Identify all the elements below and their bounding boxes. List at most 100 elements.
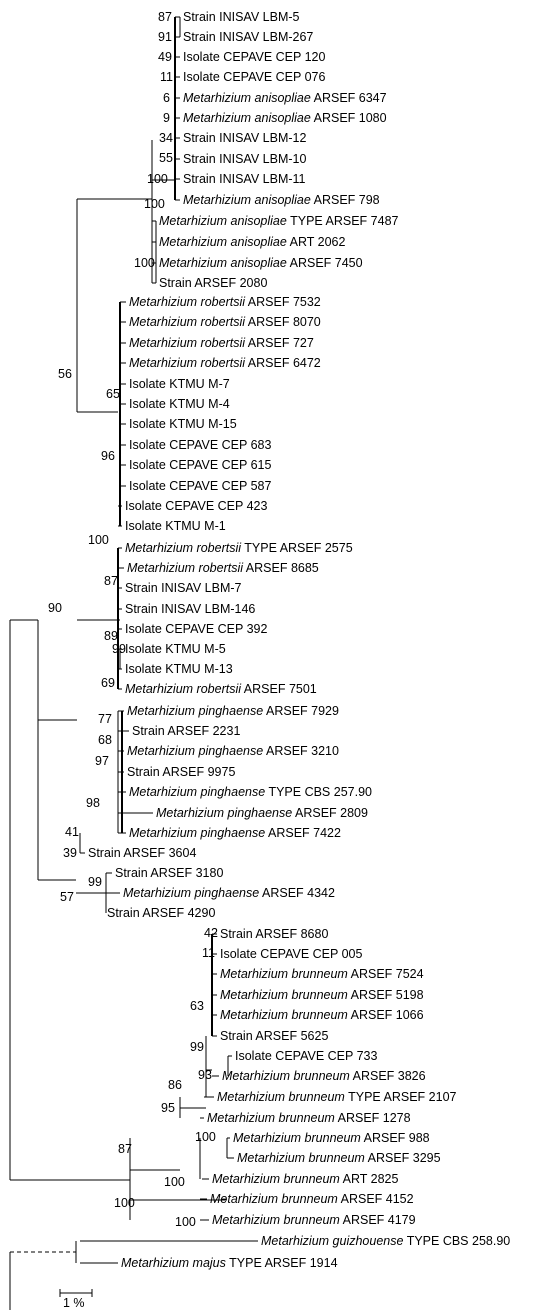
taxon-label-part: TYPE CBS 258.90 xyxy=(403,1234,510,1248)
bootstrap-value: 34 xyxy=(159,131,173,145)
bootstrap-value: 93 xyxy=(198,1068,212,1082)
taxon-label: Strain ARSEF 2231 xyxy=(132,724,240,738)
taxon-label: Strain INISAV LBM-146 xyxy=(125,602,255,616)
taxon-label-part: ART 2062 xyxy=(287,235,346,249)
bootstrap-value: 39 xyxy=(63,846,77,860)
taxon-label-part: ARSEF 3826 xyxy=(350,1069,426,1083)
taxon-label-part: Strain ARSEF 9975 xyxy=(127,765,235,779)
taxon-label-part: ARSEF 5198 xyxy=(348,988,424,1002)
short-internal-branches xyxy=(117,17,213,1036)
taxon-label-part: ARSEF 4179 xyxy=(340,1213,416,1227)
bootstrap-value: 65 xyxy=(106,387,120,401)
bootstrap-value: 100 xyxy=(175,1215,196,1229)
bootstrap-value: 87 xyxy=(118,1142,132,1156)
taxon-label: Metarhizium robertsii ARSEF 8070 xyxy=(129,315,321,329)
taxon-label-part: Metarhizium anisopliae xyxy=(159,235,287,249)
taxon-label-part: Metarhizium brunneum xyxy=(212,1172,340,1186)
scale-bar-label: 1 % xyxy=(63,1296,85,1310)
taxon-label-part: TYPE ARSEF 7487 xyxy=(287,214,399,228)
scale-bar: 1 % xyxy=(59,1289,93,1310)
taxon-label: Metarhizium brunneum ARSEF 988 xyxy=(233,1131,430,1145)
taxon-label: Strain ARSEF 9975 xyxy=(127,765,235,779)
bootstrap-value: 99 xyxy=(190,1040,204,1054)
taxon-label: Strain INISAV LBM-5 xyxy=(183,10,300,24)
taxon-label-part: Strain ARSEF 2080 xyxy=(159,276,267,290)
bootstrap-value: 95 xyxy=(161,1101,175,1115)
taxon-label-part: Isolate CEPAVE CEP 683 xyxy=(129,438,271,452)
bootstrap-value: 11 xyxy=(160,70,173,84)
taxon-label-part: Strain INISAV LBM-11 xyxy=(183,172,306,186)
taxon-label: Strain INISAV LBM-7 xyxy=(125,581,242,595)
taxon-label-part: Isolate KTMU M-13 xyxy=(125,662,233,676)
taxon-label-part: Isolate CEPAVE CEP 005 xyxy=(220,947,362,961)
bootstrap-value: 97 xyxy=(95,754,109,768)
taxon-label: Metarhizium brunneum ARSEF 3826 xyxy=(222,1069,426,1083)
taxon-label-part: ARSEF 1066 xyxy=(348,1008,424,1022)
taxon-label: Metarhizium robertsii ARSEF 6472 xyxy=(129,356,321,370)
bootstrap-value: 100 xyxy=(144,197,165,211)
taxon-label-part: ARSEF 727 xyxy=(245,336,314,350)
taxon-label: Isolate CEPAVE CEP 392 xyxy=(125,622,267,636)
taxon-label: Metarhizium pinghaense TYPE CBS 257.90 xyxy=(129,785,372,799)
taxon-label: Isolate CEPAVE CEP 683 xyxy=(129,438,271,452)
taxon-label-part: Isolate KTMU M-1 xyxy=(125,519,226,533)
taxon-label: Isolate CEPAVE CEP 615 xyxy=(129,458,271,472)
taxon-label-part: Strain ARSEF 3604 xyxy=(88,846,196,860)
bootstrap-value: 6 xyxy=(163,91,170,105)
tree-branches xyxy=(9,16,258,1310)
bootstrap-value: 90 xyxy=(48,601,62,615)
bootstrap-value: 68 xyxy=(98,733,112,747)
taxon-label: Metarhizium brunneum TYPE ARSEF 2107 xyxy=(217,1090,457,1104)
taxon-label-part: ARSEF 6472 xyxy=(245,356,321,370)
taxon-label-part: Metarhizium robertsii xyxy=(127,561,244,575)
taxon-label-part: Metarhizium pinghaense xyxy=(129,785,265,799)
taxon-label-part: ARSEF 988 xyxy=(361,1131,430,1145)
taxon-label: Metarhizium robertsii ARSEF 727 xyxy=(129,336,314,350)
taxon-label-part: Metarhizium brunneum xyxy=(222,1069,350,1083)
taxon-label-part: Metarhizium pinghaense xyxy=(123,886,259,900)
taxon-label-part: Metarhizium brunneum xyxy=(233,1131,361,1145)
bootstrap-value: 100 xyxy=(147,172,168,186)
taxon-label-part: Metarhizium pinghaense xyxy=(129,826,265,840)
taxon-label: Isolate KTMU M-13 xyxy=(125,662,233,676)
bootstrap-value: 87 xyxy=(104,574,118,588)
taxon-label-part: Metarhizium pinghaense xyxy=(156,806,292,820)
taxon-label-part: Metarhizium robertsii xyxy=(129,315,246,329)
taxon-label: Metarhizium robertsii ARSEF 7532 xyxy=(129,295,321,309)
bootstrap-value: 55 xyxy=(159,151,173,165)
bootstrap-value: 11 xyxy=(202,946,215,960)
taxon-label: Isolate KTMU M-5 xyxy=(125,642,226,656)
taxon-label-part: Metarhizium brunneum xyxy=(220,988,348,1002)
taxon-label-part: ARSEF 4342 xyxy=(259,886,335,900)
taxon-label-part: Metarhizium pinghaense xyxy=(127,704,263,718)
taxon-label: Strain ARSEF 5625 xyxy=(220,1029,328,1043)
taxon-label: Isolate CEPAVE CEP 005 xyxy=(220,947,362,961)
taxon-label-part: ARSEF 6347 xyxy=(311,91,387,105)
taxon-label-part: Isolate KTMU M-5 xyxy=(125,642,226,656)
taxon-label: Strain ARSEF 3604 xyxy=(88,846,196,860)
taxon-label-part: Strain INISAV LBM-7 xyxy=(125,581,242,595)
taxon-label-part: TYPE ARSEF 2575 xyxy=(241,541,353,555)
taxon-label-part: ARSEF 1080 xyxy=(311,111,387,125)
taxon-label: Isolate KTMU M-7 xyxy=(129,377,230,391)
taxon-label-part: Metarhizium anisopliae xyxy=(183,91,311,105)
taxon-label: Metarhizium anisopliae ARSEF 7450 xyxy=(159,256,363,270)
taxon-label: Metarhizium pinghaense ARSEF 2809 xyxy=(156,806,368,820)
taxon-label-part: Metarhizium anisopliae xyxy=(159,256,287,270)
taxon-label-part: Metarhizium robertsii xyxy=(129,356,246,370)
taxon-label-part: Metarhizium guizhouense xyxy=(261,1234,403,1248)
bootstrap-value: 89 xyxy=(104,629,118,643)
bootstrap-value: 69 xyxy=(101,676,115,690)
bootstrap-value: 96 xyxy=(101,449,115,463)
taxon-label-part: Isolate CEPAVE CEP 076 xyxy=(183,70,325,84)
taxon-label-part: Metarhizium brunneum xyxy=(217,1090,345,1104)
taxon-label: Strain INISAV LBM-11 xyxy=(183,172,306,186)
taxon-label-part: Metarhizium majus xyxy=(121,1256,226,1270)
taxon-label: Isolate KTMU M-15 xyxy=(129,417,237,431)
bootstrap-value: 100 xyxy=(164,1175,185,1189)
bootstrap-value: 49 xyxy=(158,50,172,64)
taxon-label: Metarhizium brunneum ARSEF 7524 xyxy=(220,967,424,981)
taxon-label: Metarhizium anisopliae TYPE ARSEF 7487 xyxy=(159,214,399,228)
taxon-label: Metarhizium anisopliae ART 2062 xyxy=(159,235,346,249)
